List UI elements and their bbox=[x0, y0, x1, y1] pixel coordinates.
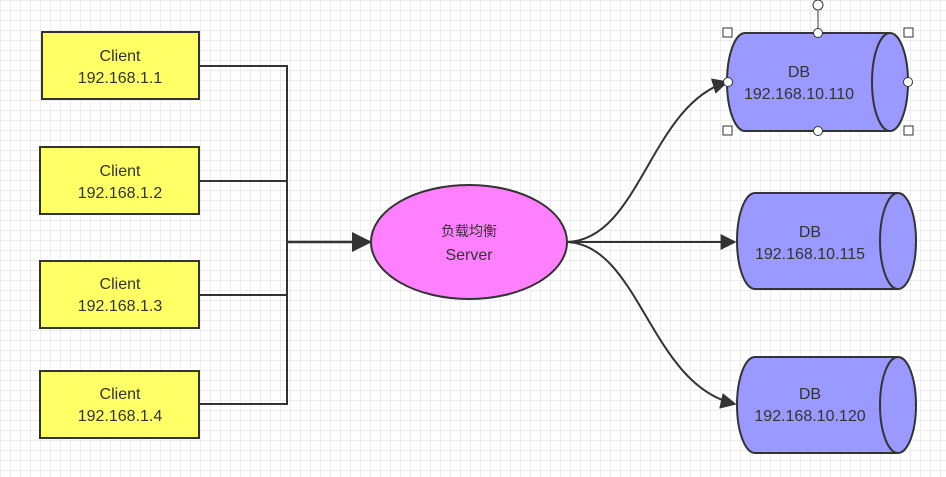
server-label: Server bbox=[445, 247, 493, 264]
resize-handle-top-right[interactable] bbox=[903, 27, 914, 38]
client-box-2[interactable]: Client 192.168.1.2 bbox=[39, 146, 200, 215]
arrow-server-to-db-3 bbox=[566, 241, 737, 409]
resize-handle-bottom-right[interactable] bbox=[903, 125, 914, 136]
resize-handle-bottom-left[interactable] bbox=[722, 125, 733, 136]
db-2-label: DB bbox=[799, 224, 821, 241]
arrow-server-to-db-1 bbox=[566, 78, 729, 243]
client-1-ip: 192.168.1.1 bbox=[78, 70, 163, 87]
client-box-4[interactable]: Client 192.168.1.4 bbox=[39, 370, 200, 439]
client-4-ip: 192.168.1.4 bbox=[78, 408, 163, 425]
connector-client-4 bbox=[199, 242, 288, 405]
db-connectors bbox=[566, 78, 737, 409]
resize-handle-top-left[interactable] bbox=[722, 27, 733, 38]
client-3-label: Client bbox=[100, 276, 141, 293]
db-2-ip: 192.168.10.115 bbox=[755, 246, 865, 263]
client-1-label: Client bbox=[100, 48, 141, 65]
db-3-label: DB bbox=[799, 386, 821, 403]
server-node[interactable]: 负载均衡 Server bbox=[370, 184, 568, 300]
client-box-1[interactable]: Client 192.168.1.1 bbox=[41, 31, 200, 100]
connection-point-left[interactable] bbox=[723, 77, 733, 87]
client-2-label: Client bbox=[100, 163, 141, 180]
db-1-label: DB bbox=[788, 64, 810, 81]
client-box-3[interactable]: Client 192.168.1.3 bbox=[39, 260, 200, 329]
connection-point-top[interactable] bbox=[813, 28, 823, 38]
client-3-ip: 192.168.1.3 bbox=[78, 298, 163, 315]
selection-handles[interactable] bbox=[722, 0, 914, 136]
client-2-ip: 192.168.1.2 bbox=[78, 185, 163, 202]
connector-client-1 bbox=[199, 65, 288, 242]
client-connectors bbox=[199, 65, 288, 405]
db-1-ip: 192.168.10.110 bbox=[744, 86, 854, 103]
connection-point-bottom[interactable] bbox=[813, 126, 823, 136]
connection-point-right[interactable] bbox=[903, 77, 913, 87]
db-node-3[interactable]: DB 192.168.10.120 bbox=[736, 356, 917, 454]
db-node-2[interactable]: DB 192.168.10.115 bbox=[736, 192, 917, 290]
client-4-label: Client bbox=[100, 386, 141, 403]
db-node-1[interactable]: DB 192.168.10.110 bbox=[726, 32, 909, 132]
db-3-ip: 192.168.10.120 bbox=[754, 408, 865, 425]
server-label-cn: 负载均衡 bbox=[441, 224, 497, 240]
rotate-handle[interactable] bbox=[812, 0, 824, 11]
